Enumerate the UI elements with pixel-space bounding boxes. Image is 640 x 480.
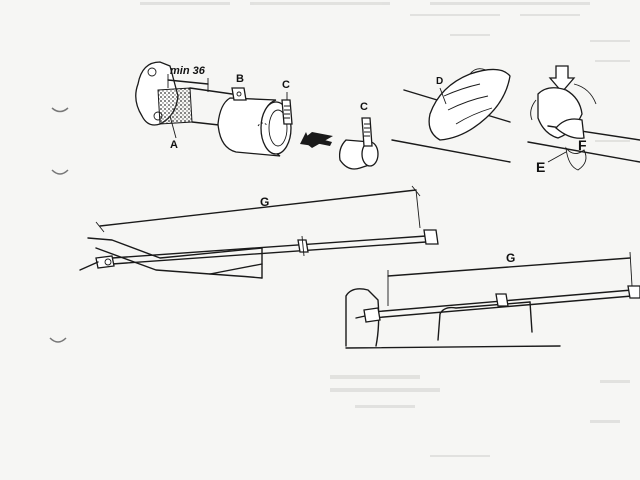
figure-cable-g-2: G: [345, 251, 640, 349]
dimension-line-g: [99, 189, 417, 227]
arrow-down-icon: [548, 65, 576, 93]
label-a: A: [170, 139, 178, 151]
bleed-through-text: [140, 2, 630, 457]
dimension-line-g-2: [387, 257, 631, 277]
cable: [111, 235, 427, 259]
cable-end-fitting-2: [627, 285, 640, 299]
label-g-1: G: [260, 195, 269, 209]
figure-cable-g-1: G: [79, 185, 439, 279]
label-e: E: [536, 159, 545, 175]
figure-apply-d: D: [391, 68, 511, 163]
label-c-2: C: [360, 101, 368, 113]
figure-press-ef: F E: [527, 65, 640, 175]
pipe-knurled-zone: [157, 87, 193, 125]
figure-exhaust-clamp: min 36 A B C C: [135, 61, 379, 170]
label-f: F: [578, 137, 587, 153]
label-g-2: G: [506, 251, 515, 265]
clamp-c-bolt: [281, 99, 293, 125]
flange-bolt-hole: [147, 67, 157, 77]
clamp-tab: [231, 87, 247, 101]
dimension-line: [167, 79, 209, 85]
label-c-1: C: [282, 79, 290, 91]
cable-end-fitting: [423, 229, 439, 245]
hand-shape: [428, 68, 511, 141]
label-b: B: [236, 73, 244, 85]
punch-hole-icon: [49, 107, 69, 343]
cable-clip-2: [495, 293, 509, 307]
dimension-label: min 36: [170, 65, 206, 77]
label-d: D: [436, 76, 443, 87]
